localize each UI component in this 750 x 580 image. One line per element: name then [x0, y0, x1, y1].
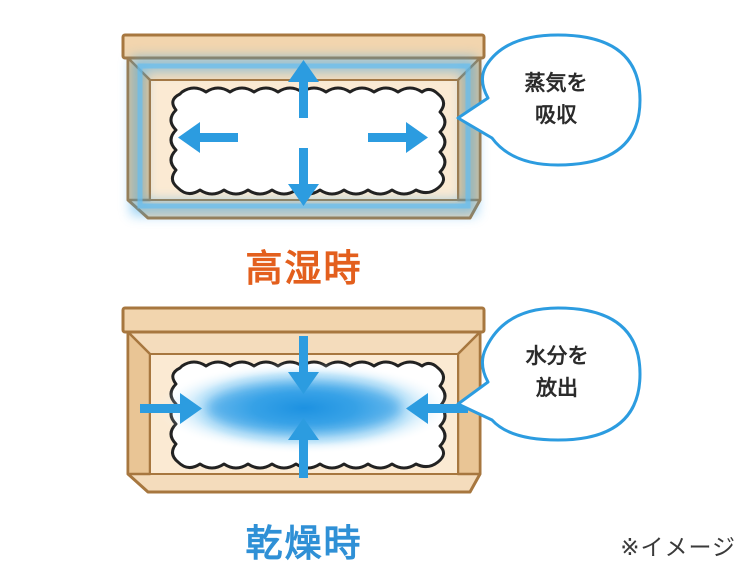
humid-state-title: 高湿時 — [245, 247, 363, 290]
dry-box-lid — [121, 306, 486, 334]
dry-bubble-text: 水分を 放出 — [525, 344, 589, 400]
dry-moisture-core — [206, 382, 402, 434]
dry-arrow-right — [140, 393, 202, 424]
humid-speech-bubble — [456, 33, 642, 167]
humid-box-lid — [121, 33, 486, 60]
dry-box-inner-side-left — [126, 330, 152, 476]
humid-arrow-up — [288, 60, 319, 118]
humid-futon — [169, 86, 447, 196]
humid-arrow-right — [368, 122, 428, 153]
dry-arrow-up — [288, 418, 319, 478]
humid-arrow-left — [178, 122, 238, 153]
dry-arrow-left — [406, 393, 468, 424]
humid-arrow-down — [288, 148, 319, 206]
dry-arrow-down — [288, 336, 319, 394]
humid-arrows — [178, 60, 428, 206]
dry-speech-bubble — [456, 306, 642, 442]
dry-state-title: 乾燥時 — [245, 522, 363, 565]
humid-panel — [121, 33, 642, 220]
dry-panel — [121, 306, 642, 494]
image-note: ※イメージ — [620, 535, 736, 561]
humid-bubble-text: 蒸気を 吸収 — [524, 71, 588, 127]
dry-arrows — [140, 336, 468, 478]
